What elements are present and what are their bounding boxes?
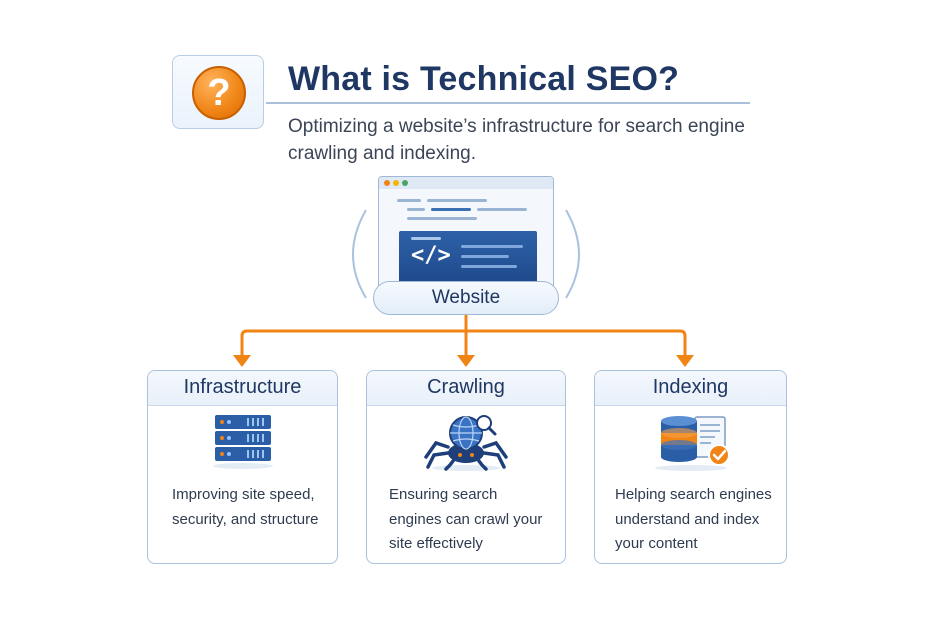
- arrow-head-infrastructure: [233, 355, 251, 367]
- card-description: Helping search engines understand and in…: [615, 486, 772, 552]
- website-label: Website: [373, 281, 559, 315]
- card-title: Crawling: [427, 376, 505, 398]
- left-arc-decoration: [352, 209, 367, 299]
- code-line: [427, 199, 487, 202]
- code-line: [407, 208, 425, 211]
- code-line: [431, 208, 471, 211]
- code-line: [477, 208, 527, 211]
- window-dot-orange: [384, 180, 390, 186]
- database-document-check-icon: [654, 416, 730, 471]
- card-infrastructure: Infrastructure Improving site speed, sec…: [147, 370, 338, 564]
- page-title: What is Technical SEO?: [288, 60, 680, 98]
- browser-titlebar: [379, 177, 553, 189]
- arrow-heads: [233, 355, 694, 367]
- card-indexing: Indexing Helping search engines understa…: [594, 370, 787, 564]
- server-stack-icon: [212, 415, 273, 469]
- code-brackets-icon: </>: [411, 243, 451, 268]
- page-subtitle: Optimizing a website’s infrastructure fo…: [288, 116, 745, 164]
- code-panel: </>: [399, 231, 537, 283]
- arrow-head-crawling: [457, 355, 475, 367]
- question-mark-icon: ?: [192, 66, 246, 120]
- card-title: Indexing: [652, 376, 729, 398]
- browser-code-icon: </>: [378, 176, 554, 294]
- panel-line: [411, 237, 441, 240]
- branch-arrows: [240, 314, 687, 358]
- title-divider: [266, 102, 750, 104]
- panel-line: [461, 255, 509, 258]
- panel-line: [461, 245, 523, 248]
- card-header: Infrastructure: [148, 371, 337, 406]
- window-dot-green: [402, 180, 408, 186]
- card-crawling: Crawling Ensuring search engines can cra…: [366, 370, 566, 564]
- code-line: [397, 199, 421, 202]
- card-header: Crawling: [367, 371, 565, 406]
- right-arc-decoration: [565, 209, 580, 299]
- spider-globe-icon: [424, 415, 508, 471]
- card-description: Improving site speed, security, and stru…: [172, 486, 319, 528]
- question-icon-box: ?: [172, 55, 264, 129]
- card-header: Indexing: [595, 371, 786, 406]
- arrow-head-indexing: [676, 355, 694, 367]
- code-line: [407, 217, 477, 220]
- window-dot-yellow: [393, 180, 399, 186]
- card-title: Infrastructure: [183, 376, 302, 398]
- card-description: Ensuring search engines can crawl your s…: [389, 486, 543, 552]
- panel-line: [461, 265, 517, 268]
